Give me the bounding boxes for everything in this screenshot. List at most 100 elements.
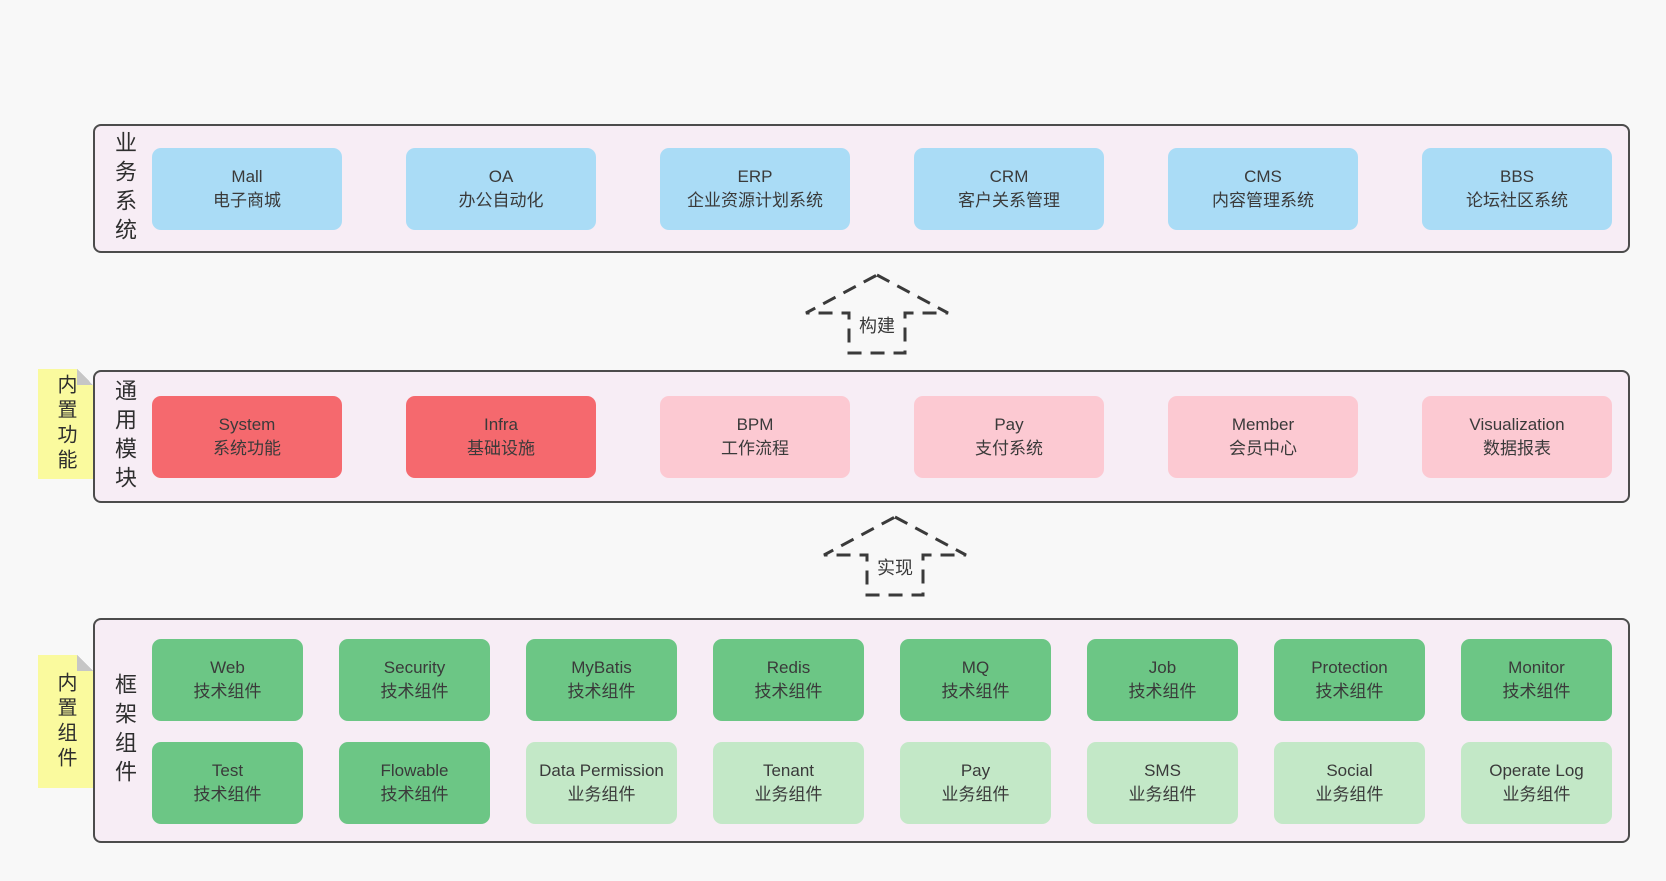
- box-title: CRM: [989, 166, 1029, 186]
- box-subtitle: 内容管理系统: [1212, 190, 1314, 210]
- section-common-modules: 通用模块 System 系统功能 Infra 基础设施 BPM 工作流程 Pay…: [93, 370, 1630, 503]
- box-subtitle: 业务组件: [1315, 785, 1384, 804]
- framework-components-grid: Web 技术组件 Security 技术组件 MyBatis 技术组件 Redi…: [152, 639, 1612, 824]
- box-title: Operate Log: [1489, 761, 1584, 780]
- box-member: Member 会员中心: [1168, 395, 1358, 478]
- box-mall: Mall 电子商城: [152, 147, 342, 230]
- box-subtitle: 基础设施: [467, 438, 535, 458]
- box-redis: Redis 技术组件: [713, 639, 864, 721]
- arrow-implement-label: 实现: [873, 554, 917, 580]
- box-operate-log: Operate Log 业务组件: [1461, 742, 1612, 824]
- box-social: Social 业务组件: [1274, 742, 1425, 824]
- sticky-note-built-in-components: 内置组件: [38, 655, 93, 788]
- box-infra: Infra 基础设施: [406, 395, 596, 478]
- arrow-build: 构建: [803, 272, 951, 356]
- box-oa: OA 办公自动化: [406, 147, 596, 230]
- block-arrow-up-icon: [805, 273, 949, 355]
- box-subtitle: 会员中心: [1229, 438, 1297, 458]
- box-pay-module: Pay 支付系统: [914, 395, 1104, 478]
- sticky-note-built-in-features: 内置功能: [38, 369, 93, 479]
- section-framework-components: 框架组件 Web 技术组件 Security 技术组件 MyBatis 技术组件…: [93, 618, 1630, 843]
- box-subtitle: 业务组件: [1128, 785, 1197, 804]
- box-title: BBS: [1499, 166, 1535, 186]
- box-subtitle: 技术组件: [1128, 682, 1197, 701]
- box-subtitle: 技术组件: [380, 682, 449, 701]
- box-subtitle: 技术组件: [941, 682, 1010, 701]
- sticky-note-label: 内置组件: [54, 671, 76, 772]
- box-subtitle: 业务组件: [754, 785, 823, 804]
- box-job: Job 技术组件: [1087, 639, 1238, 721]
- box-title: Job: [1148, 658, 1177, 677]
- box-title: SMS: [1144, 761, 1181, 780]
- box-data-permission: Data Permission 业务组件: [526, 742, 677, 824]
- section-label-framework-components: 框架组件: [112, 672, 137, 789]
- tech-components-row: Web 技术组件 Security 技术组件 MyBatis 技术组件 Redi…: [152, 639, 1612, 721]
- box-title: Test: [211, 761, 244, 780]
- box-title: ERP: [737, 166, 773, 186]
- box-title: Flowable: [380, 761, 449, 780]
- box-title: Visualization: [1469, 414, 1565, 434]
- business-systems-row: Mall 电子商城 OA 办公自动化 ERP 企业资源计划系统 CRM 客户关系…: [152, 126, 1612, 251]
- box-title: Pay: [960, 761, 991, 780]
- box-erp: ERP 企业资源计划系统: [660, 147, 850, 230]
- box-subtitle: 技术组件: [380, 785, 449, 804]
- box-subtitle: 办公自动化: [458, 190, 544, 210]
- box-title: Tenant: [762, 761, 815, 780]
- box-visualization: Visualization 数据报表: [1422, 395, 1612, 478]
- box-pay-component: Pay 业务组件: [900, 742, 1051, 824]
- folded-corner-icon: [77, 369, 93, 385]
- box-title: Security: [383, 658, 446, 677]
- box-mybatis: MyBatis 技术组件: [526, 639, 677, 721]
- box-title: OA: [488, 166, 514, 186]
- arrow-build-label: 构建: [855, 312, 899, 338]
- box-title: Mall: [231, 166, 263, 186]
- box-sms: SMS 业务组件: [1087, 742, 1238, 824]
- box-title: Member: [1231, 414, 1295, 434]
- box-title: Infra: [483, 414, 519, 434]
- box-subtitle: 支付系统: [975, 438, 1043, 458]
- box-subtitle: 业务组件: [1502, 785, 1571, 804]
- box-title: MyBatis: [571, 658, 632, 677]
- box-bbs: BBS 论坛社区系统: [1422, 147, 1612, 230]
- box-subtitle: 论坛社区系统: [1466, 190, 1568, 210]
- box-subtitle: 客户关系管理: [958, 190, 1060, 210]
- section-label-common-modules: 通用模块: [112, 378, 137, 495]
- box-monitor: Monitor 技术组件: [1461, 639, 1612, 721]
- box-title: Pay: [994, 414, 1024, 434]
- box-title: Protection: [1311, 658, 1388, 677]
- box-title: Monitor: [1508, 658, 1565, 677]
- box-subtitle: 业务组件: [567, 785, 636, 804]
- box-system: System 系统功能: [152, 395, 342, 478]
- biz-components-row: Test 技术组件 Flowable 技术组件 Data Permission …: [152, 742, 1612, 824]
- box-subtitle: 电子商城: [213, 190, 281, 210]
- arrow-implement: 实现: [821, 514, 969, 598]
- box-title: CMS: [1244, 166, 1282, 186]
- box-title: Social: [1326, 761, 1373, 780]
- box-subtitle: 技术组件: [1315, 682, 1384, 701]
- box-subtitle: 企业资源计划系统: [687, 190, 823, 210]
- box-subtitle: 技术组件: [1502, 682, 1571, 701]
- box-web: Web 技术组件: [152, 639, 303, 721]
- section-business-systems: 业务系统 Mall 电子商城 OA 办公自动化 ERP 企业资源计划系统 CRM…: [93, 124, 1630, 253]
- box-title: System: [218, 414, 276, 434]
- box-security: Security 技术组件: [339, 639, 490, 721]
- box-subtitle: 数据报表: [1483, 438, 1551, 458]
- box-subtitle: 系统功能: [213, 438, 281, 458]
- block-arrow-up-icon: [823, 515, 967, 597]
- box-bpm: BPM 工作流程: [660, 395, 850, 478]
- box-subtitle: 技术组件: [193, 682, 262, 701]
- box-title: Redis: [766, 658, 811, 677]
- box-test: Test 技术组件: [152, 742, 303, 824]
- box-subtitle: 技术组件: [567, 682, 636, 701]
- box-subtitle: 技术组件: [193, 785, 262, 804]
- box-subtitle: 业务组件: [941, 785, 1010, 804]
- box-subtitle: 工作流程: [721, 438, 789, 458]
- box-title: Data Permission: [539, 761, 664, 780]
- box-mq: MQ 技术组件: [900, 639, 1051, 721]
- box-protection: Protection 技术组件: [1274, 639, 1425, 721]
- box-subtitle: 技术组件: [754, 682, 823, 701]
- box-title: BPM: [736, 414, 774, 434]
- box-tenant: Tenant 业务组件: [713, 742, 864, 824]
- folded-corner-icon: [77, 655, 93, 671]
- common-modules-row: System 系统功能 Infra 基础设施 BPM 工作流程 Pay 支付系统…: [152, 372, 1612, 501]
